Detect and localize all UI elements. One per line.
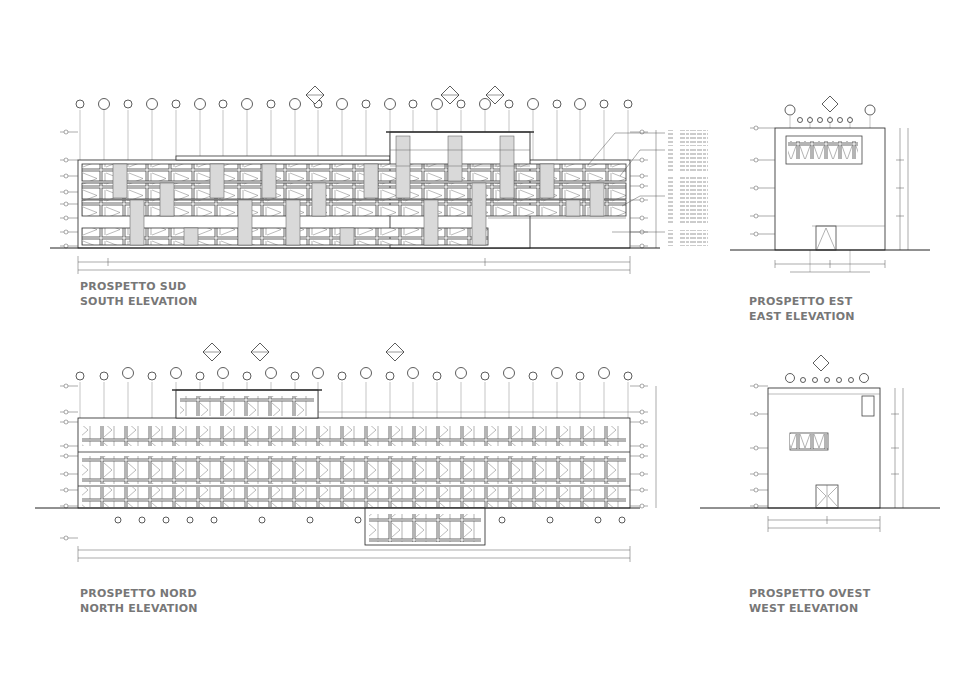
view-subtitle: WEST ELEVATION: [749, 602, 858, 615]
view-subtitle: EAST ELEVATION: [749, 310, 855, 323]
view-title: PROSPETTO OVEST: [749, 587, 870, 600]
view-subtitle: SOUTH ELEVATION: [80, 295, 197, 308]
view-subtitle: NORTH ELEVATION: [80, 602, 198, 615]
view-title: PROSPETTO SUD: [80, 280, 186, 293]
view-title: PROSPETTO EST: [749, 295, 852, 308]
view-title: PROSPETTO NORD: [80, 587, 197, 600]
